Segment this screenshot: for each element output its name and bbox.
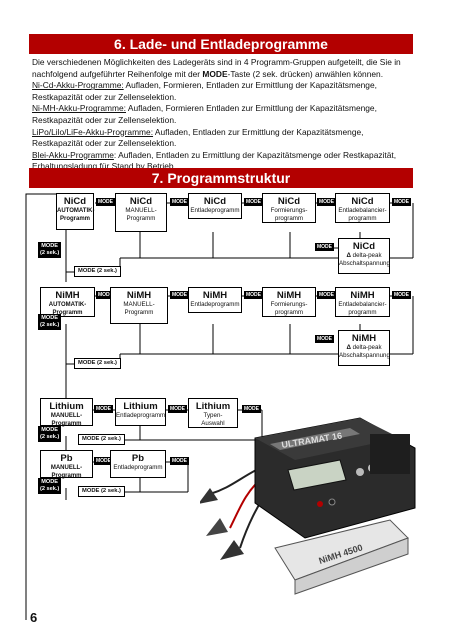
mode-label: MODE [170, 198, 189, 206]
intro-text: Die verschiedenen Möglichkeiten des Lade… [32, 57, 412, 173]
mode-label: MODE [170, 457, 189, 465]
mode-2sek-label: MODE(2 sek.) [38, 242, 62, 258]
mode-label: MODE [317, 291, 336, 299]
nicd-delta-peak-box: NiCd Δ delta-peak Abschaltspannung [338, 238, 390, 274]
mode-label: MODE [96, 198, 115, 206]
mode-label: MODE [242, 405, 261, 413]
nimh-delta-peak-box: NiMH Δ delta-peak Abschaltspannung [338, 330, 390, 366]
mode-2sek-label: MODE(2 sek.) [38, 426, 62, 442]
lipo-program-text: LiPo/Lilo/LiFe-Akku-Programme: Aufladen,… [32, 126, 364, 149]
mode-label: MODE [392, 291, 411, 299]
mode-2sek-link: MODE (2 sek.) [74, 266, 121, 277]
section-7-title: 7. Programmstruktur [29, 168, 413, 188]
intro-paragraph: Die verschiedenen Möglichkeiten des Lade… [32, 57, 401, 79]
delta-icon: Δ [346, 344, 351, 351]
nicd-program-text: Ni-Cd-Akku-Programme: Aufladen, Formiere… [32, 80, 377, 102]
mode-label: MODE [315, 243, 334, 251]
charger-product-photo: ULTRAMAT 16 NiMH 4500 [200, 417, 416, 595]
delta-icon: Δ [346, 252, 351, 259]
mode-2sek-link: MODE (2 sek.) [78, 486, 125, 497]
page-number: 6 [30, 610, 38, 625]
nimh-program-text: Ni-MH-Akku-Programme: Aufladen, Formiere… [32, 103, 377, 125]
section-6-title: 6. Lade- und Entladeprogramme [29, 34, 413, 54]
mode-2sek-label: MODE(2 sek.) [38, 478, 62, 494]
mode-label: MODE [244, 198, 263, 206]
mode-2sek-link: MODE (2 sek.) [78, 434, 125, 445]
mode-label: MODE [168, 405, 187, 413]
mode-label: MODE [315, 335, 334, 343]
mode-label: MODE [170, 291, 189, 299]
crocodile-clip-icon [200, 488, 244, 560]
mode-label: MODE [244, 291, 263, 299]
mode-2sek-label: MODE(2 sek.) [38, 314, 62, 330]
charger-device-icon: ULTRAMAT 16 [254, 417, 416, 539]
lead-program-text: Blei-Akku-Programme: Aufladen, Entladen … [32, 149, 397, 172]
mode-label: MODE [94, 457, 113, 465]
mode-label: MODE [392, 198, 411, 206]
mode-label: MODE [96, 291, 115, 299]
mode-label: MODE [317, 198, 336, 206]
battery-pack-icon: NiMH 4500 [274, 519, 409, 595]
mode-label: MODE [94, 405, 113, 413]
mode-2sek-link: MODE (2 sek.) [74, 358, 121, 369]
